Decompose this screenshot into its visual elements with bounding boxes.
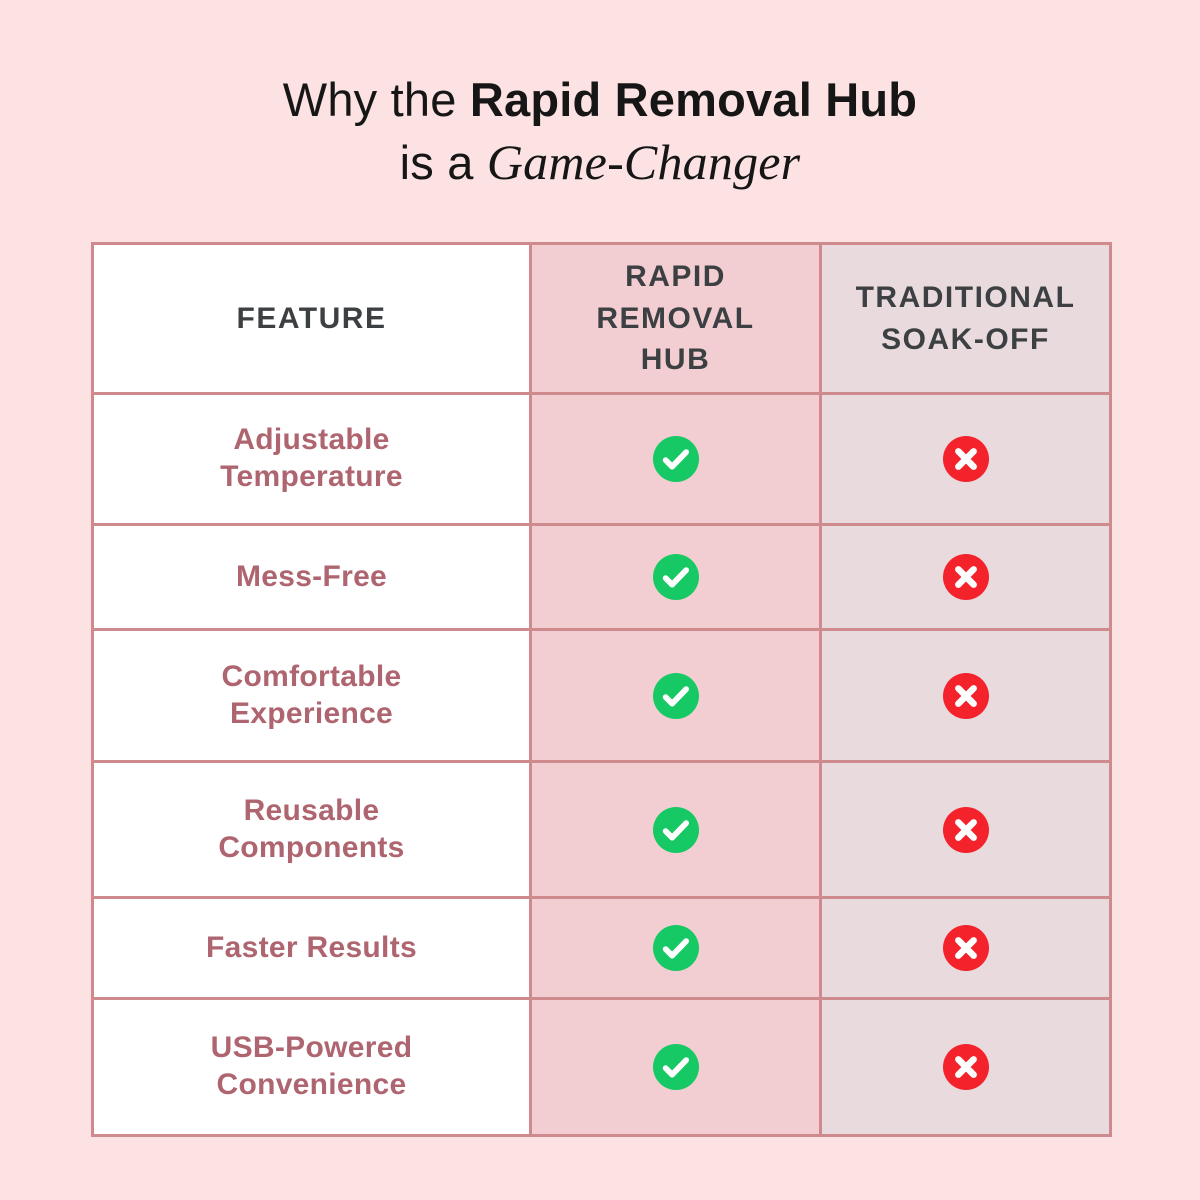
cross-icon: [942, 436, 989, 482]
cross-icon: [942, 925, 989, 971]
table-row: Mess-Free: [91, 523, 1112, 631]
column-header-feature: FEATURE: [91, 242, 532, 395]
table-row: Faster Results: [91, 896, 1112, 1000]
soakoff-status-cell: [819, 392, 1112, 526]
feature-label-cell: Comfortable Experience: [91, 628, 532, 763]
hub-status-cell: [529, 392, 822, 526]
table-row: Reusable Components: [91, 760, 1112, 899]
title-line2-italic: Game-Changer: [486, 134, 801, 191]
hub-status-cell: [529, 997, 822, 1137]
table-header-row: FEATURE RAPID REMOVAL HUB TRADITIONAL SO…: [91, 242, 1112, 395]
feature-label-cell: USB-Powered Convenience: [91, 997, 532, 1137]
soakoff-status-cell: [819, 523, 1112, 631]
soakoff-status-cell: [819, 997, 1112, 1137]
column-header-traditional-soak-off: TRADITIONAL SOAK-OFF: [819, 242, 1112, 395]
soakoff-status-cell: [819, 760, 1112, 899]
hub-status-cell: [529, 523, 822, 631]
feature-label: Mess-Free: [235, 559, 388, 593]
cross-icon: [942, 672, 989, 719]
comparison-table: FEATURE RAPID REMOVAL HUB TRADITIONAL SO…: [91, 242, 1112, 1137]
title-line1-regular: Why the: [282, 73, 470, 126]
hub-status-cell: [529, 760, 822, 899]
title-line2-regular: is a: [399, 136, 487, 190]
cross-icon: [942, 554, 989, 600]
feature-label: Reusable Components: [218, 793, 405, 864]
cross-icon: [942, 1044, 989, 1090]
feature-label: Adjustable Temperature: [220, 423, 403, 493]
feature-label-cell: Faster Results: [91, 896, 532, 1000]
feature-label: USB-Powered Convenience: [210, 1031, 413, 1101]
table-row: Comfortable Experience: [91, 628, 1112, 763]
feature-label: Comfortable Experience: [221, 659, 402, 730]
feature-label-cell: Mess-Free: [91, 523, 532, 631]
cross-icon: [942, 806, 989, 853]
hub-status-cell: [529, 628, 822, 763]
page-title: Why the Rapid Removal Hub is a Game-Chan…: [0, 70, 1200, 194]
check-icon: [652, 554, 699, 600]
feature-label: Faster Results: [206, 930, 417, 964]
feature-label-cell: Adjustable Temperature: [91, 392, 532, 526]
column-header-rapid-removal-hub: RAPID REMOVAL HUB: [529, 242, 822, 395]
hub-status-cell: [529, 896, 822, 1000]
soakoff-status-cell: [819, 896, 1112, 1000]
table-row: USB-Powered Convenience: [91, 997, 1112, 1137]
check-icon: [652, 1044, 699, 1090]
feature-label-cell: Reusable Components: [91, 760, 532, 899]
title-line1-bold: Rapid Removal Hub: [469, 73, 918, 126]
check-icon: [652, 436, 699, 482]
check-icon: [652, 925, 699, 971]
check-icon: [652, 806, 699, 853]
check-icon: [652, 672, 699, 719]
table-row: Adjustable Temperature: [91, 392, 1112, 526]
soakoff-status-cell: [819, 628, 1112, 763]
